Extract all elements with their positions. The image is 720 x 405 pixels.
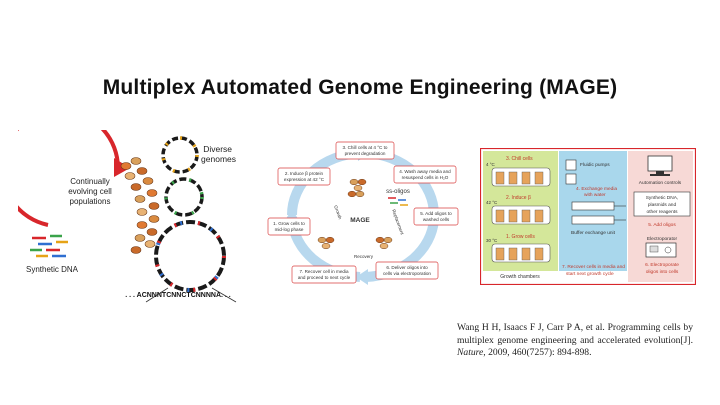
mage-cycle-figure: MAGE ss-oligos Growth Replacement Recove…: [262, 140, 462, 290]
synthetic-dna-fragments: [30, 234, 68, 258]
page-title: Multiplex Automated Genome Engineering (…: [102, 76, 618, 99]
svg-text:3. Chill cells at 4 °C to: 3. Chill cells at 4 °C to: [343, 145, 388, 150]
step-box-1: 1. Grow cells to mid-log phase: [267, 217, 311, 236]
electroporator-icon: [645, 242, 677, 258]
oligo-fragments: [388, 197, 408, 206]
citation-text: Wang H H, Isaacs F J, Carr P A, et al. P…: [457, 322, 693, 346]
genome-rings: [154, 136, 226, 292]
step-box-3: 3. Chill cells at 4 °C to prevent degrad…: [335, 141, 395, 160]
step-box-2: 2. Induce β protein expression at 42 °C: [277, 167, 331, 186]
recover-label-1: 7. Recover cells in media and: [562, 264, 625, 270]
growth-chambers-label: Growth chambers: [500, 274, 540, 280]
svg-text:and proceed to next cycle: and proceed to next cycle: [298, 275, 351, 280]
growth-chamber-rows: [491, 167, 551, 263]
svg-text:cells via electroporation: cells via electroporation: [383, 271, 431, 276]
cell-cluster: [120, 157, 160, 254]
computer-monitor-icon: [647, 155, 673, 176]
diverse-label-2: genomes: [201, 154, 236, 164]
svg-text:4. Wash away media and: 4. Wash away media and: [399, 169, 451, 174]
sequence-label: . . . ACNNNTCNNCTCNNNNA. . .: [125, 292, 231, 299]
svg-text:prevent degradation: prevent degradation: [345, 151, 386, 156]
buffer-unit-label: Buffer exchange unit: [571, 230, 616, 236]
svg-text:1. Grow cells to: 1. Grow cells to: [273, 221, 305, 226]
mage-cycle-svg: MAGE ss-oligos Growth Replacement Recove…: [267, 141, 459, 285]
population-label-3: populations: [70, 197, 111, 206]
step-box-5: 5. Add oligos to washed cells: [413, 207, 459, 226]
synthetic-label-1: Synthetic DNA,: [646, 195, 679, 201]
step-box-6: 6. Deliver oligos into cells via electro…: [375, 261, 439, 280]
cycle-cells: [317, 178, 393, 250]
chill-cells-label: 3. Chill cells: [506, 156, 533, 162]
temp-30-label: 30 °C: [486, 238, 498, 243]
svg-text:expression at 42 °C: expression at 42 °C: [284, 177, 325, 182]
electroporator-label: Electroporator: [647, 236, 678, 242]
svg-text:washed cells: washed cells: [423, 217, 450, 222]
recovery-phase-label: Recovery: [354, 254, 374, 259]
citation-details: , 2009, 460(7257): 894-898.: [483, 347, 592, 358]
grow-cells-label: 1. Grow cells: [506, 234, 535, 240]
buffer-exchange-panel: [559, 151, 627, 271]
svg-text:7. Recover cell in media: 7. Recover cell in media: [299, 269, 348, 274]
evolving-populations-figure: Diverse genomes Continually evolving cel…: [0, 108, 248, 305]
svg-text:2. Induce β protein: 2. Induce β protein: [285, 171, 324, 176]
step-box-4: 4. Wash away media and resuspend cells i…: [393, 165, 457, 184]
ss-oligos-label: ss-oligos: [386, 189, 410, 195]
fluidic-pumps: [565, 159, 577, 185]
add-oligos-label: 5. Add oligos: [648, 222, 676, 228]
citation-journal: Nature: [457, 347, 484, 358]
mage-center-label: MAGE: [350, 217, 370, 224]
temp-42-label: 42 °C: [486, 200, 498, 205]
electroporate-label-2: oligos into cells: [646, 269, 679, 275]
svg-text:resuspend cells in H₂O: resuspend cells in H₂O: [402, 175, 449, 180]
reagents-box: [633, 191, 691, 217]
synthetic-label-3: other reagents: [647, 209, 679, 215]
growth-phase-label: Growth: [333, 205, 343, 221]
evolving-populations-svg: Diverse genomes Continually evolving cel…: [0, 108, 237, 303]
electroporate-label-1: 6. Electroporate: [645, 262, 679, 268]
fluidic-pumps-label: Fluidic pumps: [580, 162, 610, 168]
population-label-1: Continually: [70, 177, 110, 186]
mage-device-svg: 3. Chill cells 4 °C 2. Induce β 42 °C 1.…: [479, 147, 697, 286]
population-label-2: evolving cell: [68, 187, 112, 196]
svg-text:5. Add oligos to: 5. Add oligos to: [420, 211, 452, 216]
exchange-label-2: with water: [584, 192, 606, 198]
mage-device-figure: 3. Chill cells 4 °C 2. Induce β 42 °C 1.…: [479, 147, 697, 286]
synthetic-dna-label: Synthetic DNA: [26, 265, 79, 274]
replacement-phase-label: Replacement: [391, 209, 405, 236]
exchange-label-1: 4. Exchange media: [576, 186, 617, 192]
diverse-label-1: Diverse: [203, 144, 232, 154]
svg-text:6. Deliver oligos into: 6. Deliver oligos into: [386, 265, 428, 270]
citation: Wang H H, Isaacs F J, Carr P A, et al. P…: [457, 322, 693, 360]
step-box-7: 7. Recover cell in media and proceed to …: [291, 265, 357, 284]
automation-label: Automation controls: [639, 180, 682, 186]
induce-label: 2. Induce β: [506, 195, 531, 201]
svg-text:mid-log phase: mid-log phase: [275, 227, 304, 232]
synthetic-label-2: plasmids and: [648, 202, 677, 208]
recover-label-2: start next growth cycle: [566, 271, 614, 277]
temp-4-label: 4 °C: [486, 162, 496, 167]
syringe-columns: [571, 201, 626, 225]
